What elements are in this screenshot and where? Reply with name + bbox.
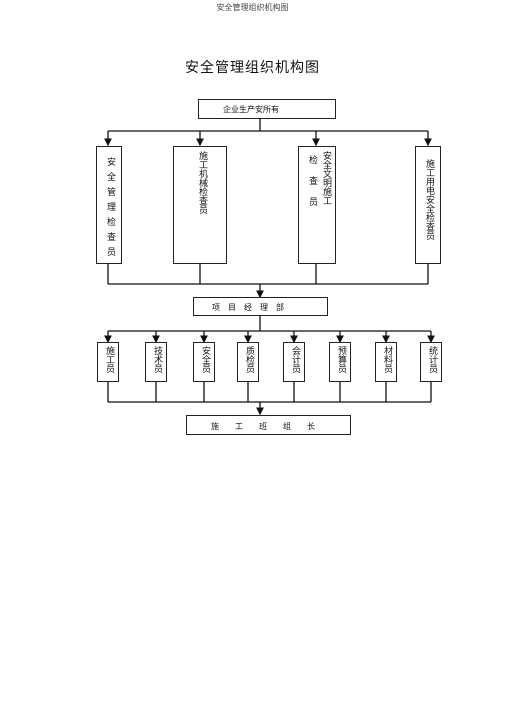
electric-safety-inspector-node: 施工用电安全检查员 xyxy=(415,146,441,264)
electric-safety-inspector-label: 施工用电安全检查员 xyxy=(424,159,434,240)
staff-label-6: 材料员 xyxy=(382,346,392,373)
civilized-construction-inspector-label: 检查员 xyxy=(307,155,317,218)
staff-label-1: 技术员 xyxy=(152,346,162,373)
chart-title: 安全管理组织机构图 xyxy=(185,60,320,76)
staff-node-6: 材料员 xyxy=(375,342,397,382)
staff-node-5: 预算员 xyxy=(329,342,351,382)
machinery-inspector-node: 施工机械检查员 xyxy=(173,146,227,264)
staff-label-7: 统计员 xyxy=(427,346,437,373)
staff-node-7: 统计员 xyxy=(420,342,442,382)
safety-inspector-node: 安全管理检查员 xyxy=(96,146,122,264)
safety-inspector-label: 安全管理检查员 xyxy=(105,157,115,262)
root-node: 企业生产安所有 xyxy=(198,99,336,119)
staff-node-0: 施工员 xyxy=(97,342,119,382)
staff-label-5: 预算员 xyxy=(336,346,346,373)
project-manager-node: 项 目 经 理 部 xyxy=(193,297,328,316)
staff-node-4: 会计员 xyxy=(283,342,305,382)
project-manager-label: 项 目 经 理 部 xyxy=(212,303,284,312)
root-label: 企业生产安所有 xyxy=(223,105,279,114)
machinery-inspector-label: 施工机械检查员 xyxy=(197,151,207,214)
page-header: 安全管理组织机构图 xyxy=(216,3,289,12)
team-leader-node: 施 工 班 组 长 xyxy=(186,415,351,435)
civilized-construction-label: 安全文明施工 xyxy=(321,151,331,205)
staff-label-0: 施工员 xyxy=(104,346,114,373)
staff-node-3: 质检员 xyxy=(237,342,259,382)
team-leader-label: 施 工 班 组 长 xyxy=(211,422,315,431)
staff-node-1: 技术员 xyxy=(145,342,167,382)
civilized-construction-inspector-node: 安全文明施工 检查员 xyxy=(298,146,336,264)
staff-node-2: 安全员 xyxy=(193,342,215,382)
staff-label-4: 会计员 xyxy=(290,346,300,373)
staff-label-3: 质检员 xyxy=(244,346,254,373)
staff-label-2: 安全员 xyxy=(200,346,210,373)
